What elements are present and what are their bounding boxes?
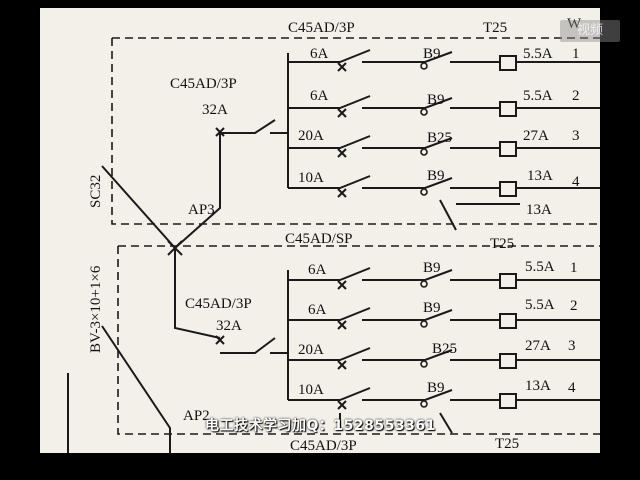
top-meter-label: T25	[483, 20, 507, 36]
panel2-circuit-1	[288, 267, 600, 290]
panel2-circuit-1-num: 1	[570, 260, 578, 276]
panel1-circuit-2-num: 2	[572, 88, 580, 104]
panel1-circuit-3-breaker: 20A	[298, 128, 324, 144]
panel2-circuit-3	[288, 347, 600, 370]
panel2-main-current: 32A	[216, 318, 242, 334]
panel1-circuit-3-contactor: B25	[427, 130, 452, 146]
panel1-circuit-2	[288, 95, 600, 118]
mid-meter-label: T25	[490, 236, 514, 252]
feeder-line-a	[101, 165, 221, 339]
panel1-circuit-2-load: 5.5A	[523, 88, 553, 104]
panel1-circuit-3	[288, 135, 600, 158]
panel2-circuit-4-contactor: B9	[427, 380, 445, 396]
panel2-circuit-2	[288, 307, 600, 330]
panel1-circuit-4-load: 13A	[527, 168, 553, 184]
panel1-circuit-4-contactor: B9	[427, 168, 445, 184]
schematic-sheet: C45AD/3P T25 W SC32 BV-3×10+1×6 C45AD/3P…	[40, 8, 600, 453]
panel1-circuit-4-breaker: 10A	[298, 170, 324, 186]
panel1-circuit-4	[288, 175, 600, 231]
panel2-circuit-4-load: 13A	[525, 378, 551, 394]
bottom-meter-label: T25	[495, 436, 519, 452]
panel2-circuit-3-num: 3	[568, 338, 576, 354]
panel1-circuit-1-breaker: 6A	[310, 46, 329, 62]
feeder-line-c	[101, 325, 171, 453]
conduit-label: SC32	[88, 175, 104, 208]
panel1-circuit-1-num: 1	[572, 46, 580, 62]
panel1-circuit-1-load: 5.5A	[523, 46, 553, 62]
panel2-circuit-1-load: 5.5A	[525, 259, 555, 275]
panel2-circuit-4-breaker: 10A	[298, 382, 324, 398]
panel2-circuit-1-breaker: 6A	[308, 262, 327, 278]
top-corner-label: W	[567, 16, 582, 32]
panel1-circuit-4-num: 4	[572, 174, 580, 190]
cable-label: BV-3×10+1×6	[88, 265, 104, 353]
panel2-main-switch	[215, 270, 289, 354]
panel1-circuit-1-contactor: B9	[423, 46, 441, 62]
panel1-circuit-1	[288, 49, 600, 72]
panel1-main-breaker: C45AD/3P	[170, 76, 237, 92]
panel2-enclosure	[117, 245, 600, 435]
video-caption: 电工技术学习加Q：1528553361	[205, 418, 436, 434]
top-breaker-label: C45AD/3P	[288, 20, 355, 36]
panel1-main-switch	[215, 53, 289, 137]
panel2-circuit-2-contactor: B9	[423, 300, 441, 316]
panel2-name: AP2	[183, 408, 210, 424]
panel2-circuit-3-load: 27A	[525, 338, 551, 354]
panel2-circuit-4-num: 4	[568, 380, 576, 396]
panel1-name: AP3	[188, 202, 215, 218]
panel2-circuit-1-contactor: B9	[423, 260, 441, 276]
panel2-circuit-2-num: 2	[570, 298, 578, 314]
cross-mark	[167, 240, 183, 256]
panel2-circuit-3-breaker: 20A	[298, 342, 324, 358]
panel1-circuit-2-breaker: 6A	[310, 88, 329, 104]
wiring-diagram: C45AD/3P T25 W SC32 BV-3×10+1×6 C45AD/3P…	[67, 16, 600, 453]
panel1-extra-load: 13A	[526, 202, 552, 218]
panel2-circuit-2-breaker: 6A	[308, 302, 327, 318]
panel2-main-breaker: C45AD/3P	[185, 296, 252, 312]
panel1-circuit-3-load: 27A	[523, 128, 549, 144]
feeder-line-b	[174, 132, 240, 249]
panel2-circuit-2-load: 5.5A	[525, 297, 555, 313]
site-watermark: 视频	[560, 20, 620, 42]
panel1-circuit-2-contactor: B9	[427, 92, 445, 108]
bottom-breaker-label: C45AD/3P	[290, 438, 357, 453]
panel1-circuit-3-num: 3	[572, 128, 580, 144]
panel2-circuit-4	[288, 387, 600, 434]
mid-breaker-label: C45AD/SP	[285, 231, 353, 247]
panel1-main-current: 32A	[202, 102, 228, 118]
panel2-circuit-3-contactor: B25	[432, 341, 457, 357]
panel1-enclosure	[111, 37, 600, 225]
